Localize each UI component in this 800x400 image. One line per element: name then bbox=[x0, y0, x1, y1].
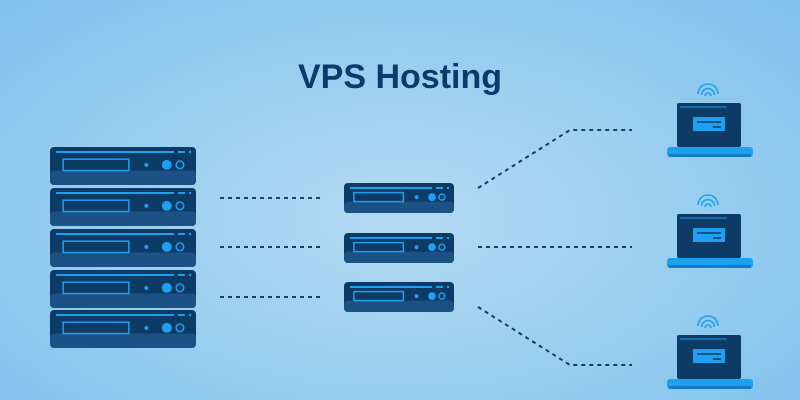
virtual-server bbox=[344, 282, 454, 312]
led-icon bbox=[144, 325, 149, 330]
wifi-icon bbox=[697, 315, 719, 327]
power-button-icon bbox=[428, 193, 436, 202]
drive-bay bbox=[353, 290, 405, 302]
wifi-icon bbox=[697, 83, 719, 95]
drive-bay bbox=[62, 158, 130, 172]
virtual-server bbox=[344, 233, 454, 263]
power-button-icon bbox=[161, 200, 172, 211]
reset-button-icon bbox=[438, 193, 446, 201]
reset-button-icon bbox=[175, 283, 185, 293]
reset-button-icon bbox=[175, 201, 185, 211]
led-icon bbox=[414, 294, 419, 299]
power-button-icon bbox=[161, 241, 172, 252]
connector-line bbox=[477, 129, 632, 189]
wifi-icon bbox=[704, 203, 712, 208]
reset-button-icon bbox=[175, 242, 185, 252]
client-laptop bbox=[667, 315, 753, 389]
power-button-icon bbox=[161, 322, 172, 333]
drive-bay bbox=[62, 281, 130, 295]
window-icon bbox=[693, 228, 725, 242]
reset-button-icon bbox=[438, 292, 446, 300]
led-icon bbox=[144, 203, 149, 208]
physical-server-unit bbox=[50, 310, 196, 348]
power-button-icon bbox=[428, 292, 436, 300]
physical-server-unit bbox=[50, 270, 196, 308]
window-icon bbox=[693, 117, 725, 131]
wifi-icon bbox=[700, 198, 716, 207]
power-button-icon bbox=[161, 159, 172, 170]
reset-button-icon bbox=[175, 323, 185, 333]
physical-server-unit bbox=[50, 147, 196, 185]
wifi-icon bbox=[700, 319, 716, 328]
led-icon bbox=[414, 195, 419, 200]
reset-button-icon bbox=[438, 243, 446, 251]
drive-bay bbox=[62, 321, 130, 335]
drive-bay bbox=[62, 199, 130, 213]
led-icon bbox=[144, 285, 149, 290]
reset-button-icon bbox=[175, 160, 185, 170]
drive-bay bbox=[62, 240, 130, 254]
power-button-icon bbox=[161, 282, 172, 293]
drive-bay bbox=[353, 241, 405, 253]
wifi-icon bbox=[704, 324, 712, 329]
drive-bay bbox=[353, 191, 405, 203]
physical-server-unit bbox=[50, 229, 196, 267]
wifi-icon bbox=[704, 92, 712, 97]
wifi-icon bbox=[697, 194, 719, 206]
connector-line bbox=[477, 306, 632, 366]
page-title: VPS Hosting bbox=[297, 58, 503, 96]
virtual-server bbox=[344, 183, 454, 213]
client-laptop bbox=[667, 194, 753, 268]
led-icon bbox=[144, 162, 149, 167]
physical-server-unit bbox=[50, 188, 196, 226]
power-button-icon bbox=[428, 243, 436, 252]
led-icon bbox=[144, 244, 149, 249]
window-icon bbox=[693, 349, 725, 363]
wifi-icon bbox=[700, 87, 716, 96]
led-icon bbox=[414, 245, 419, 250]
client-laptop bbox=[667, 83, 753, 157]
